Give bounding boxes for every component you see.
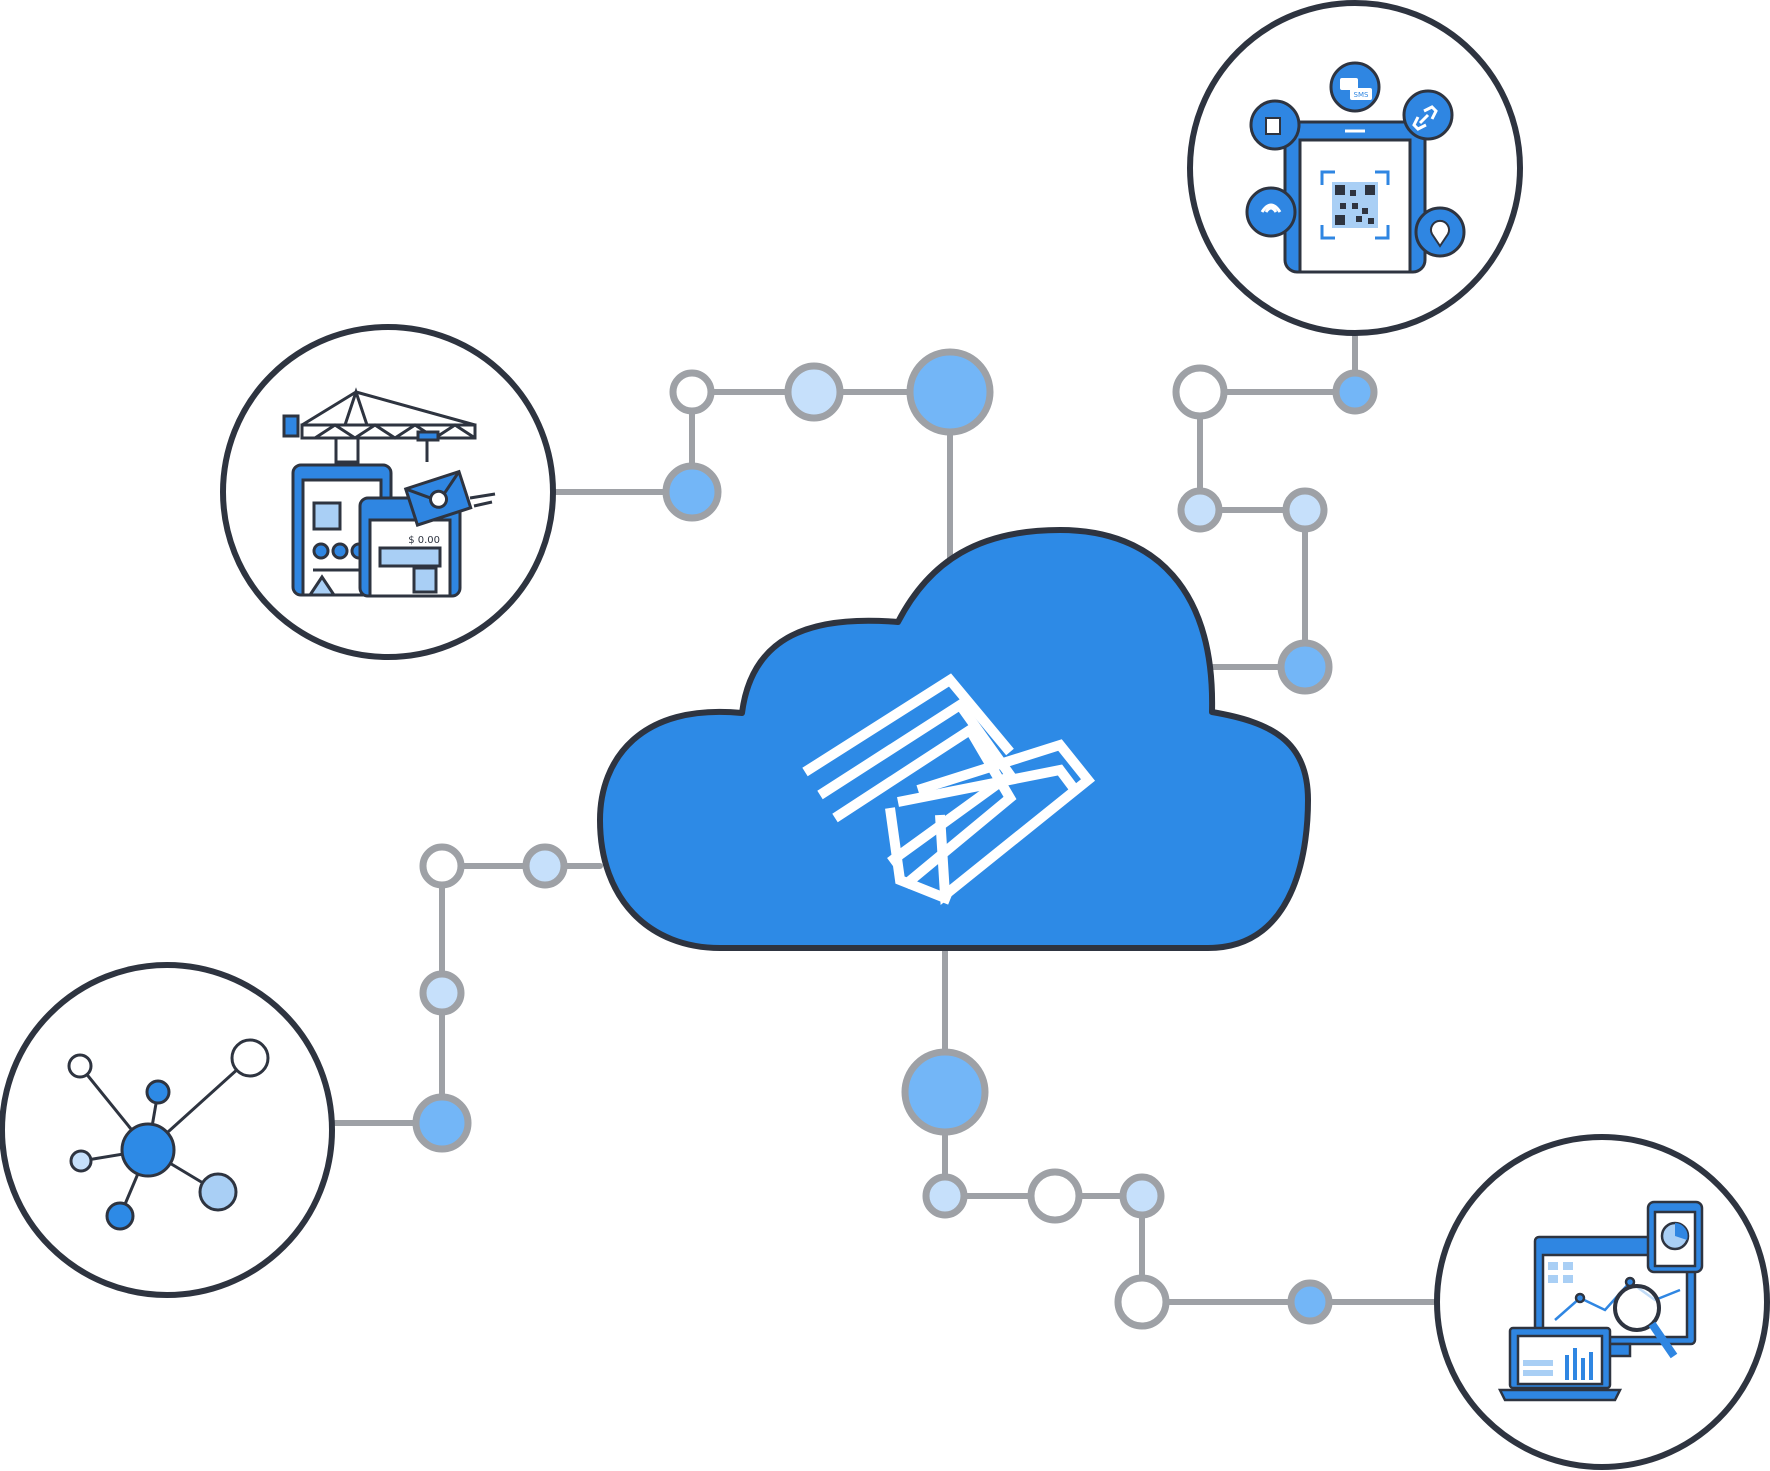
node-empty <box>1027 1168 1083 1224</box>
crane-building-apps-icon: $ 0.00 <box>282 387 496 598</box>
stripe-z-logo-icon <box>802 673 1096 905</box>
node-light <box>1177 487 1223 533</box>
network-hub-icon <box>67 1038 270 1231</box>
node-light <box>922 1173 968 1219</box>
node-empty <box>669 369 715 415</box>
node-empty <box>419 843 465 889</box>
satellite-app-builder: $ 0.00 <box>220 324 556 660</box>
satellite-analytics <box>1434 1134 1770 1470</box>
node-mid <box>1332 369 1378 415</box>
node-mid-large <box>906 348 994 436</box>
contactless-badge-icon <box>1245 186 1297 238</box>
node-light <box>419 970 465 1016</box>
satellite-network <box>0 962 335 1298</box>
node-light <box>1119 1173 1165 1219</box>
mobile-qr-scan-icon: SMS <box>1245 61 1466 274</box>
node-mid <box>1287 1279 1333 1325</box>
node-mid <box>662 462 722 522</box>
sms-badge-label: SMS <box>1354 91 1369 99</box>
node-light <box>784 362 844 422</box>
price-label: $ 0.00 <box>408 535 440 546</box>
node-empty <box>1172 364 1228 420</box>
node-mid-large <box>901 1048 989 1136</box>
node-light <box>1282 487 1328 533</box>
node-mid <box>1277 639 1333 695</box>
node-empty <box>1114 1274 1170 1330</box>
node-light <box>522 843 568 889</box>
analytics-devices-icon <box>1497 1200 1704 1402</box>
satellite-mobile-scan: SMS <box>1187 0 1523 336</box>
connector-nodes <box>412 348 1378 1330</box>
node-mid <box>412 1093 472 1153</box>
cloud <box>597 527 1311 951</box>
